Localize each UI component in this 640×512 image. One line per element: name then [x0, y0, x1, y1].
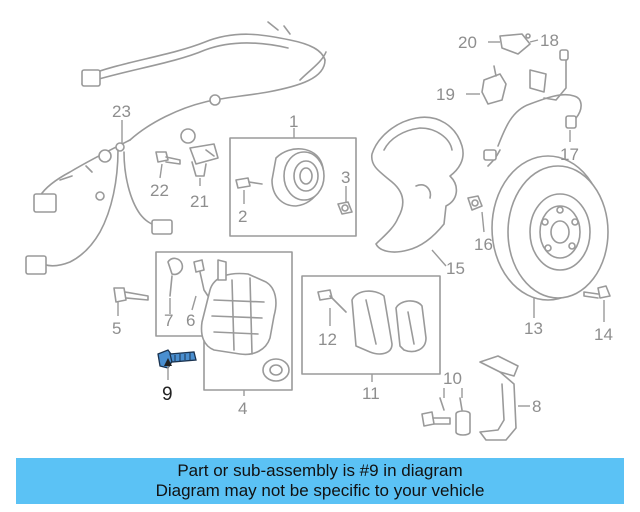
bolt-16 [467, 195, 483, 211]
callout-labels: 23 1 2 3 22 21 4 5 6 7 8 10 11 12 13 14 … [112, 31, 613, 418]
callout-22: 22 [150, 181, 169, 200]
dust-shield [370, 116, 464, 253]
bolt-22 [155, 151, 181, 165]
bracket-19 [481, 65, 507, 105]
brake-pads-box [301, 275, 441, 375]
bolt-14 [583, 285, 611, 299]
guide-shield-8 [479, 355, 519, 441]
guide-pin-kit [421, 397, 471, 436]
callout-1: 1 [289, 112, 298, 131]
callout-11: 11 [362, 384, 380, 403]
callout-8: 8 [532, 397, 541, 416]
callout-9[interactable]: 9 [162, 384, 173, 405]
clip-18 [529, 49, 569, 101]
callout-19: 19 [436, 85, 455, 104]
callout-2: 2 [238, 207, 247, 226]
callout-13: 13 [524, 319, 543, 338]
callout-20: 20 [458, 33, 477, 52]
wiring-harness [25, 21, 327, 275]
callout-6: 6 [186, 311, 195, 330]
callout-14: 14 [594, 325, 613, 344]
callout-12: 12 [318, 330, 337, 349]
banner-line-2: Diagram may not be specific to your vehi… [155, 481, 485, 500]
info-banner: Part or sub-assembly is #9 in diagram Di… [16, 458, 624, 504]
callout-5: 5 [112, 319, 121, 338]
clip-20 [499, 33, 531, 55]
brake-rotor [491, 155, 609, 301]
sensor-21 [180, 128, 219, 177]
leader-lines [117, 39, 605, 407]
caliper-assembly-box [155, 251, 293, 391]
parts-diagram: 23 1 2 3 22 21 4 5 6 7 8 10 11 12 13 14 … [25, 21, 613, 441]
banner-line-1: Part or sub-assembly is #9 in diagram [177, 461, 463, 480]
wear-sensor-17 [483, 93, 582, 167]
callout-21: 21 [190, 192, 209, 211]
callout-16: 16 [474, 235, 493, 254]
callout-15: 15 [446, 259, 465, 278]
bolt-9-highlighted[interactable] [157, 349, 197, 369]
callout-17: 17 [560, 145, 579, 164]
callout-10: 10 [443, 369, 462, 388]
callout-3: 3 [341, 168, 350, 187]
callout-23: 23 [112, 102, 131, 121]
callout-4: 4 [238, 399, 247, 418]
hub-assembly-box [229, 137, 357, 237]
callout-7: 7 [164, 311, 173, 330]
callout-18: 18 [540, 31, 559, 50]
bolt-5 [113, 287, 149, 303]
